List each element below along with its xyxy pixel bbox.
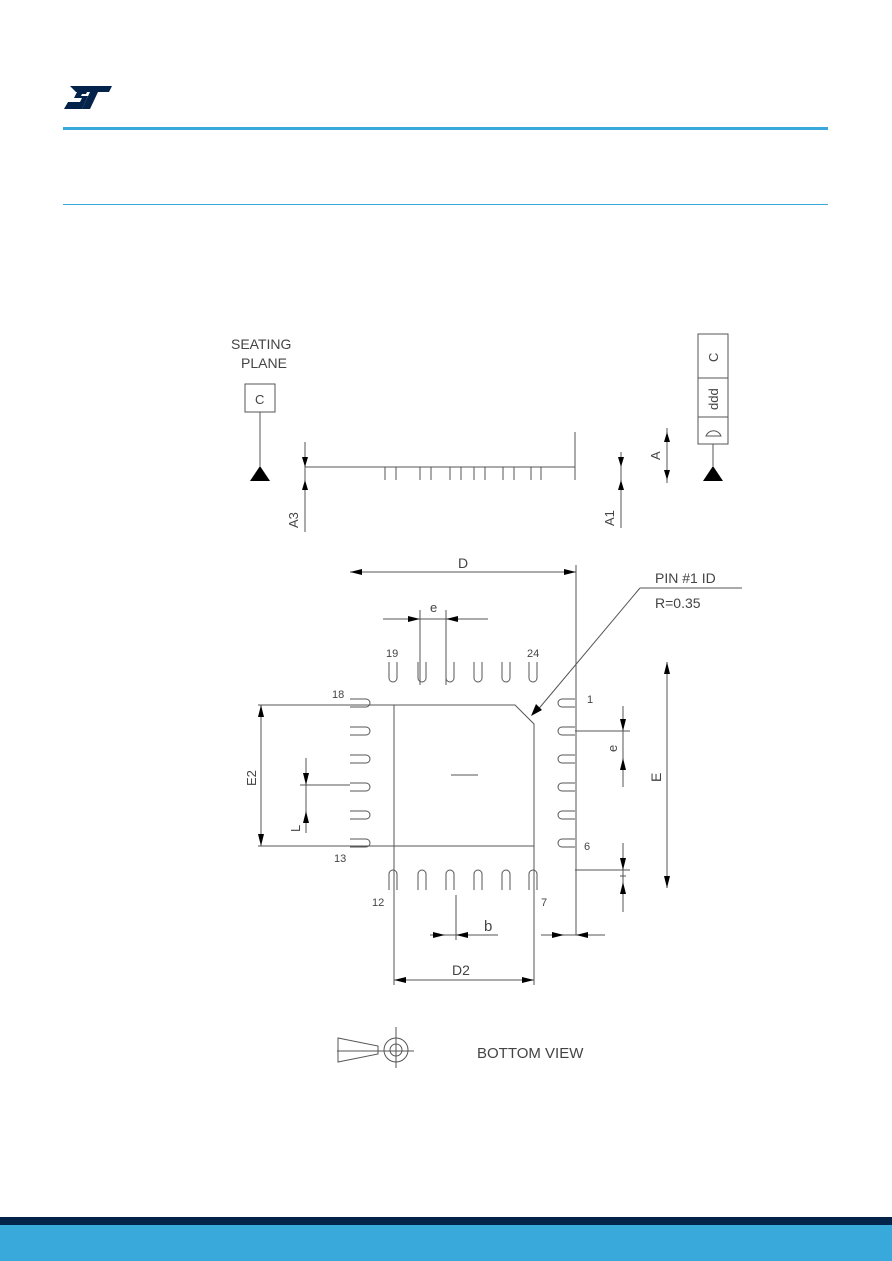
pin1-label: PIN #1 ID: [655, 570, 716, 586]
ddd-datum-label: C: [706, 353, 721, 362]
dim-e-side-label: e: [605, 745, 620, 752]
pin-7-label: 7: [541, 897, 547, 909]
footer-bar-light: [0, 1225, 892, 1261]
dim-e-pitch-label: e: [430, 600, 437, 615]
dim-d-label: D: [458, 555, 468, 571]
pin-18-label: 18: [332, 689, 344, 701]
dim-a-label: A: [648, 451, 663, 460]
dim-e2-label: E2: [244, 770, 259, 786]
seating-plane-marker: [250, 466, 270, 481]
dim-e-label: E: [648, 773, 664, 782]
footer-bar-dark: [0, 1217, 892, 1225]
dim-d2-label: D2: [452, 962, 470, 978]
ddd-label: ddd: [706, 388, 721, 410]
pin-19-label: 19: [386, 648, 398, 660]
dim-a3-label: A3: [286, 512, 301, 528]
pin1-size-label: R=0.35: [655, 595, 701, 611]
datum-c-marker: [703, 466, 723, 481]
exposed-pad: [393, 704, 535, 847]
view-caption: BOTTOM VIEW: [477, 1045, 584, 1062]
pin-6-label: 6: [584, 841, 590, 853]
seating-label: SEATING: [231, 336, 291, 352]
pin-12-label: 12: [372, 897, 384, 909]
plane-label: PLANE: [241, 355, 287, 371]
datum-c-label: C: [255, 392, 264, 407]
bottom-view: D e PIN #1 ID R=0.35 19 24 12 7 18 13 1 …: [244, 555, 742, 1068]
dim-a1-label: A1: [602, 510, 617, 526]
pin-24-label: 24: [527, 648, 539, 660]
pin-1-label: 1: [587, 694, 593, 706]
st-logo-icon: [64, 86, 112, 109]
dim-b-label: b: [484, 918, 492, 935]
title-rule: [63, 204, 828, 205]
side-view: SEATING PLANE C A3 A1 A C ddd: [231, 333, 729, 532]
header-rule: [63, 127, 828, 130]
pin-13-label: 13: [334, 853, 346, 865]
third-angle-projection-icon: [337, 1027, 414, 1068]
dim-l-label: L: [288, 825, 303, 832]
